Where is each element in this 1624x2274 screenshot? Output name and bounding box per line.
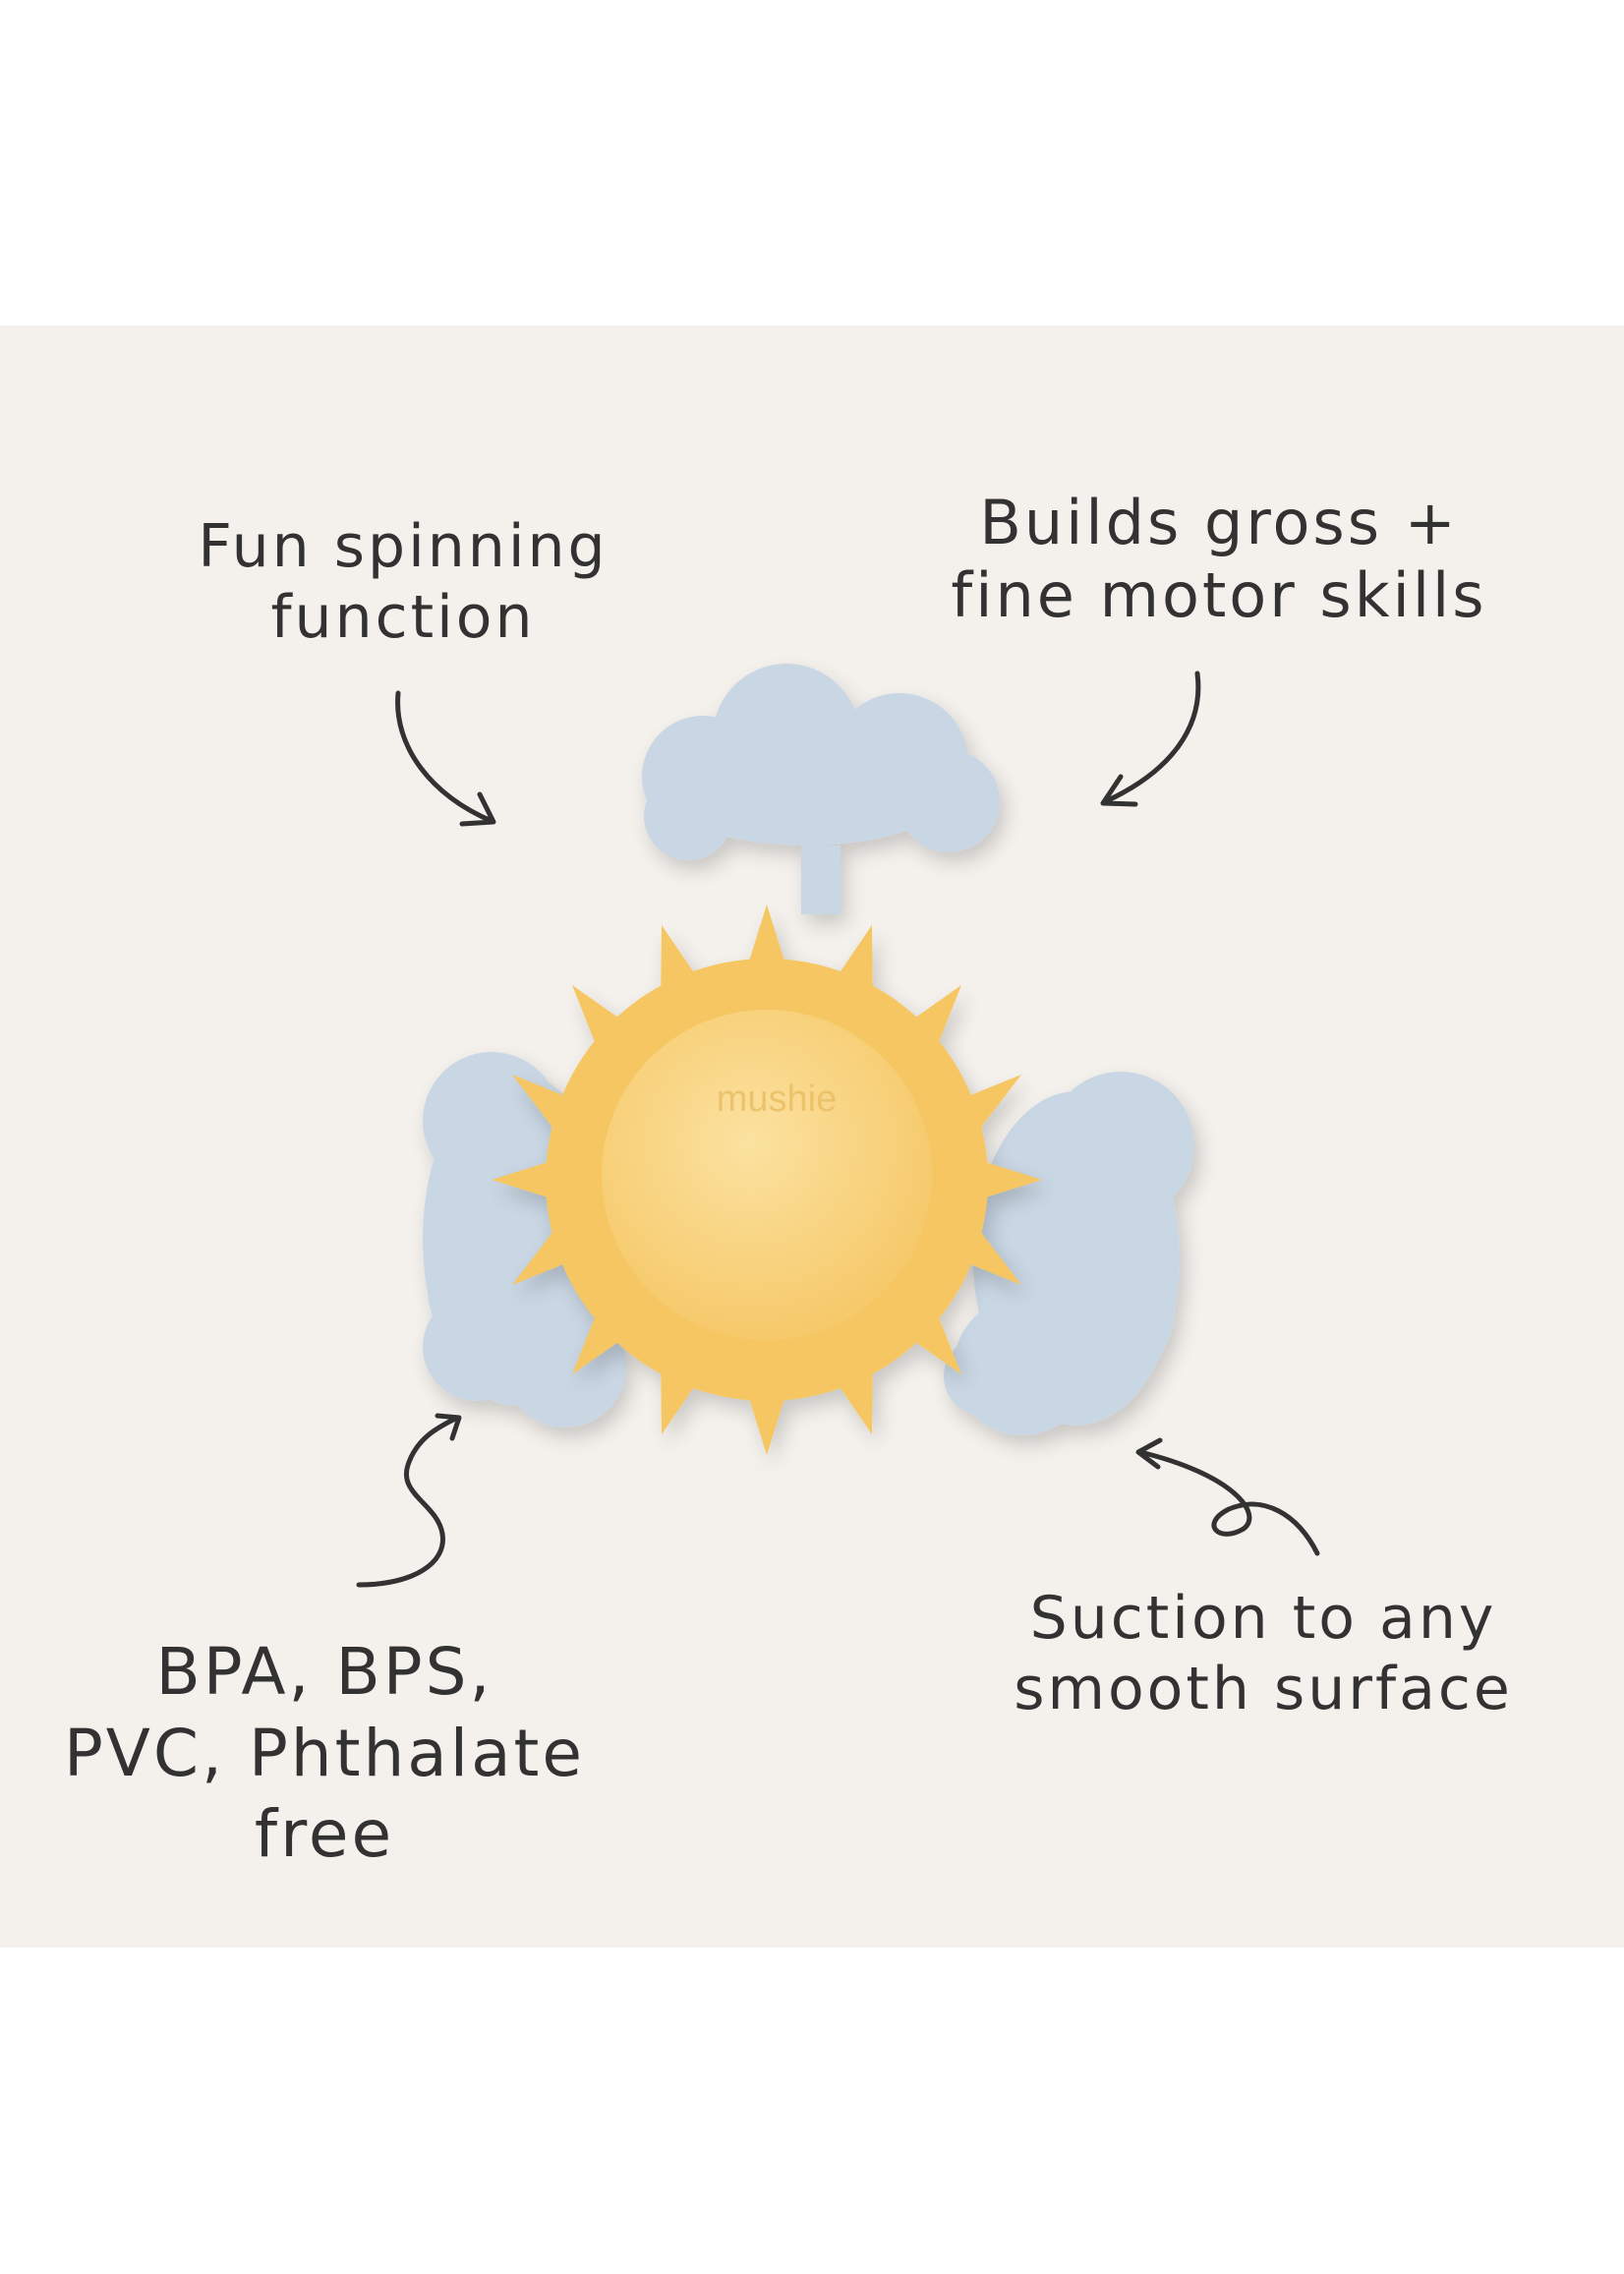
brand-emboss: mushie — [717, 1079, 838, 1120]
feature-spinning-line1: Fun spinning — [198, 512, 609, 581]
feature-suction-line2: smooth surface — [1014, 1655, 1513, 1723]
feature-motor-skills: Builds gross + fine motor skills — [875, 487, 1563, 633]
feature-materials-line2: PVC, Phthalate — [63, 1715, 586, 1791]
arrow-icon — [395, 690, 496, 827]
sun-icon — [492, 904, 1042, 1455]
feature-spinning-line2: function — [270, 583, 536, 652]
cloud-icon — [642, 664, 1000, 914]
feature-materials: BPA, BPS, PVC, Phthalate free — [59, 1632, 590, 1876]
arrow-icon — [1135, 1437, 1320, 1556]
feature-motor-skills-line1: Builds gross + — [979, 487, 1459, 558]
arrow-icon — [1100, 671, 1201, 807]
feature-spinning: Fun spinning function — [147, 511, 659, 653]
feature-materials-line3: free — [254, 1796, 395, 1872]
arrow-icon — [356, 1413, 462, 1588]
feature-materials-line1: BPA, BPS, — [155, 1634, 493, 1710]
feature-motor-skills-line2: fine motor skills — [951, 559, 1487, 632]
feature-suction-line1: Suction to any — [1029, 1584, 1497, 1653]
feature-suction: Suction to any smooth surface — [968, 1583, 1558, 1724]
